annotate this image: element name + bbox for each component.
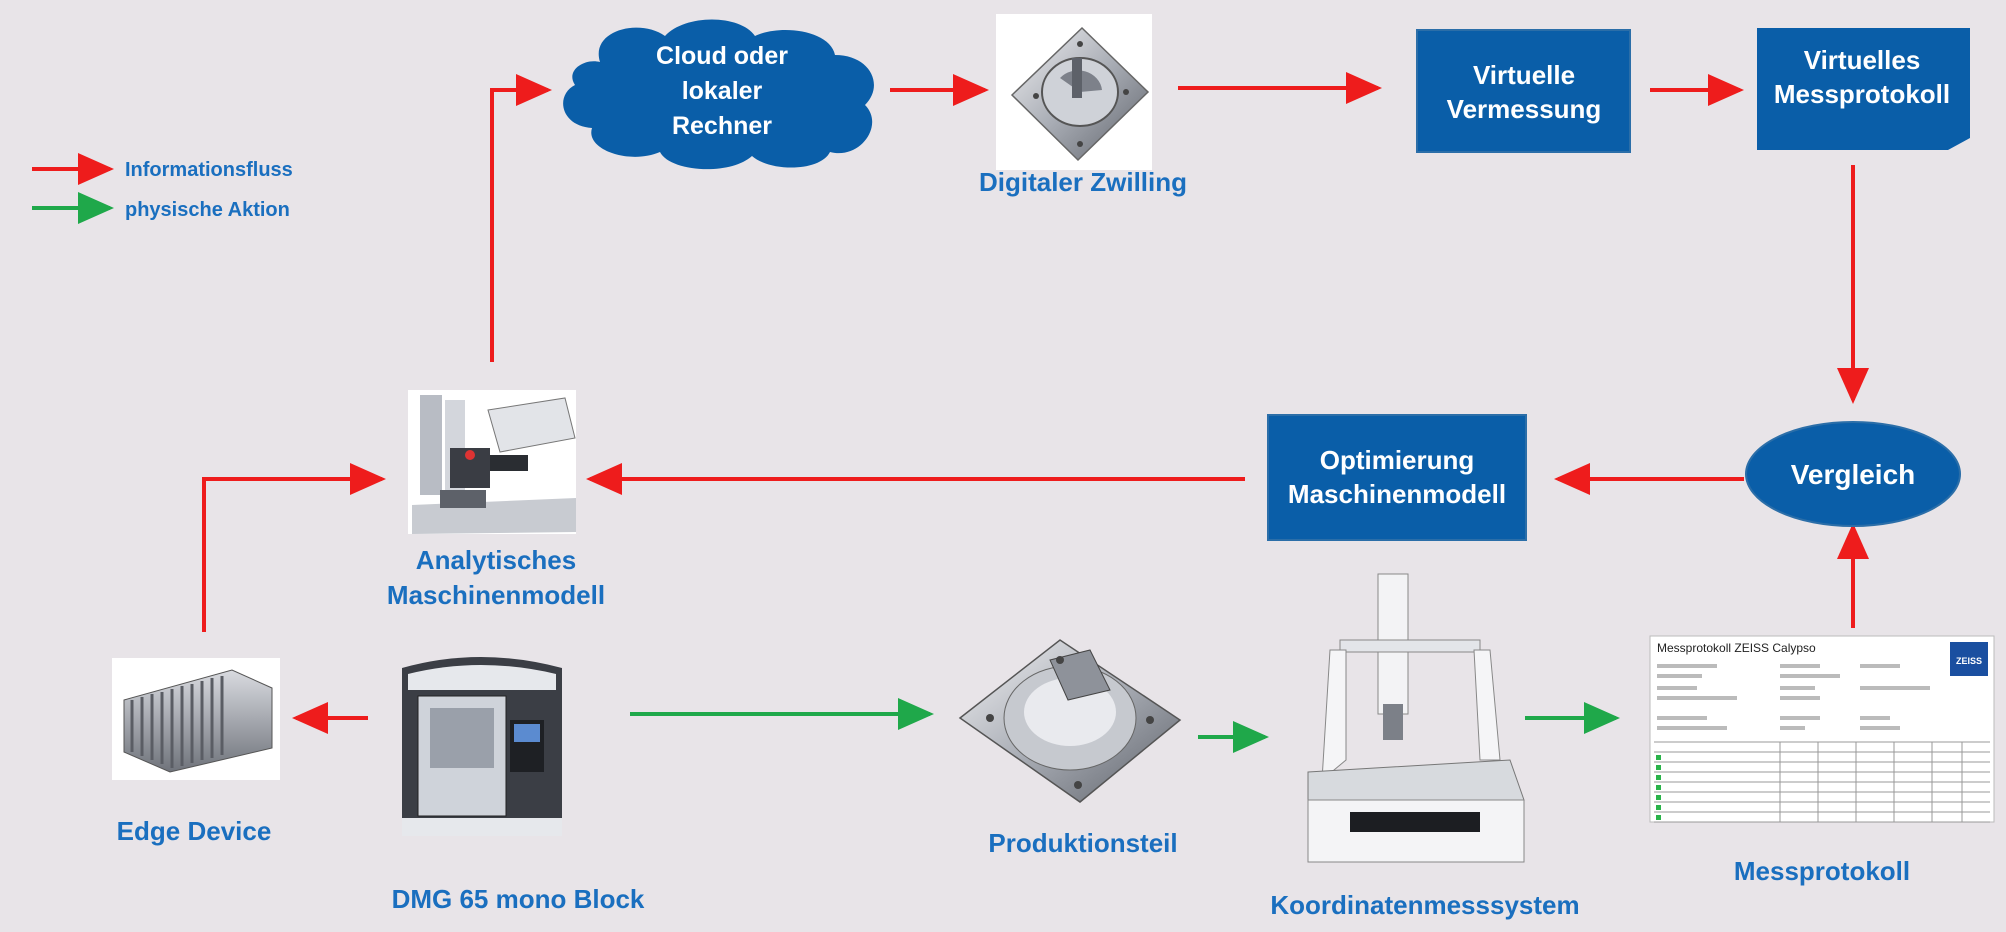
edge-device-node: Edge Device xyxy=(112,658,280,846)
virtual-protocol-line1: Virtuelles xyxy=(1804,45,1921,75)
arrow-model-to-cloud xyxy=(490,74,552,362)
dmg-machine-node: DMG 65 mono Block xyxy=(392,648,645,914)
optimization-line2: Maschinenmodell xyxy=(1288,479,1506,509)
cmm-node: Koordinatenmesssystem xyxy=(1270,573,1580,920)
cmm-label: Koordinatenmesssystem xyxy=(1270,890,1579,920)
physical-arrows xyxy=(630,698,1620,753)
protocol-label: Messprotokoll xyxy=(1734,856,1910,886)
arrow-edge-to-model xyxy=(202,463,386,632)
zeiss-logo-text: ZEISS xyxy=(1956,656,1982,666)
optimization-node: Optimierung Maschinenmodell xyxy=(1267,414,1527,541)
optimization-line1: Optimierung xyxy=(1320,445,1475,475)
legend-info-label: Informationsfluss xyxy=(125,159,293,181)
zeiss-logo xyxy=(1950,642,1988,676)
virtual-protocol-node: Virtuelles Messprotokoll xyxy=(1757,28,1970,150)
optimization-box xyxy=(1267,414,1527,541)
virtual-measurement-line1: Virtuelle xyxy=(1473,60,1575,90)
cloud-node: Cloud oder lokaler Rechner xyxy=(563,19,874,170)
virtual-measurement-node: Virtuelle Vermessung xyxy=(1416,29,1631,153)
legend: Informationsfluss physische Aktion xyxy=(32,153,293,224)
comparison-node: Vergleich xyxy=(1745,421,1961,527)
comparison-label: Vergleich xyxy=(1791,459,1916,490)
protocol-sheet-title: Messprotokoll ZEISS Calypso xyxy=(1657,641,1816,655)
cloud-label-line1: Cloud oder xyxy=(656,42,788,70)
production-part-label: Produktionsteil xyxy=(988,828,1177,858)
virtual-measurement-box xyxy=(1416,29,1631,153)
virtual-measurement-line2: Vermessung xyxy=(1447,94,1602,124)
comparison-ellipse xyxy=(1745,421,1961,527)
virtual-protocol-box xyxy=(1757,28,1970,150)
dmg-machine-label: DMG 65 mono Block xyxy=(392,884,645,914)
cloud-label-line2: lokaler xyxy=(682,77,763,105)
digital-twin-label: Digitaler Zwilling xyxy=(979,167,1187,197)
virtual-protocol-line2: Messprotokoll xyxy=(1774,79,1950,109)
cloud-shape xyxy=(563,19,874,170)
analytical-model-line2: Maschinenmodell xyxy=(387,580,605,610)
analytical-model-line1: Analytisches xyxy=(416,545,576,575)
legend-physical-label: physische Aktion xyxy=(125,199,290,221)
protocol-node: Messprotokoll ZEISS Calypso ZEISS xyxy=(1649,635,1995,886)
edge-device-label: Edge Device xyxy=(117,816,272,846)
analytical-model-node: Analytisches Maschinenmodell xyxy=(387,390,605,610)
digital-twin-node: Digitaler Zwilling xyxy=(979,14,1187,197)
info-arrows xyxy=(202,72,1869,734)
production-part-node: Produktionsteil xyxy=(958,639,1182,858)
cloud-label-line3: Rechner xyxy=(672,112,772,140)
